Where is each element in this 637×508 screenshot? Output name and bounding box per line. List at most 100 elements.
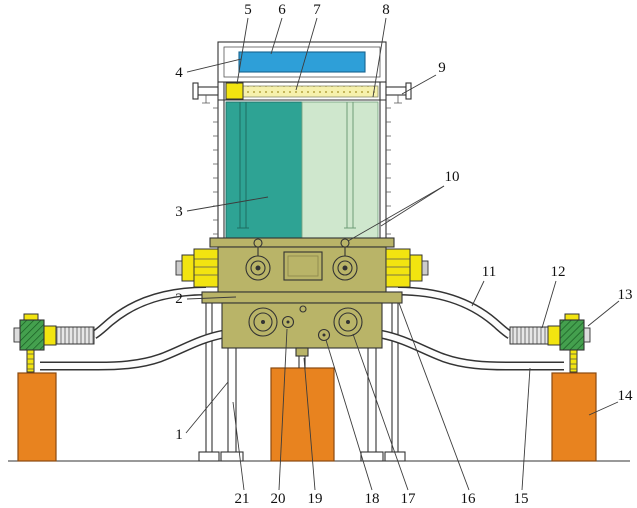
drain-fitting: [295, 347, 309, 357]
foot-plate-right-inner: [360, 451, 384, 462]
flex-hose-left: [55, 326, 95, 345]
hose-coupling-right: [547, 325, 561, 346]
strip-end-block: [225, 82, 244, 100]
pedestal-right: [551, 372, 597, 462]
stub-hook-left: [202, 95, 210, 104]
leader-3: [186, 196, 269, 212]
part-label-12: 12: [551, 264, 566, 280]
anchor-rod-right-threads: [570, 353, 577, 370]
part-label-20: 20: [271, 491, 286, 507]
stub-hook-right: [394, 95, 402, 104]
part-label-11: 11: [482, 264, 496, 280]
tank-wall-bolts-left: [213, 107, 218, 235]
motor-right-gearbox: [409, 254, 423, 282]
tank-walls: [217, 82, 387, 240]
tank-bottom-flange: [209, 237, 395, 248]
leader-10b: [380, 185, 445, 227]
leader-5: [236, 17, 249, 85]
frame-leg-right-outer: [391, 303, 399, 458]
leader-2: [186, 296, 237, 300]
control-box: [283, 251, 323, 281]
suction-tube-left: [237, 102, 249, 229]
motor-right-fins: [386, 258, 410, 276]
leader-8: [372, 17, 387, 98]
housing-bolt-center: [299, 305, 307, 313]
anchor-rod-left: [26, 349, 35, 373]
foot-plate-left-inner: [220, 451, 244, 462]
leader-15: [521, 367, 531, 491]
part-label-13: 13: [618, 287, 633, 303]
tank-wall-bolts-right: [386, 107, 391, 235]
leader-lines: [185, 17, 620, 491]
anchor-rod-left-threads: [27, 353, 34, 370]
part-label-8: 8: [382, 2, 390, 18]
leader-1: [185, 381, 229, 434]
leader-4: [186, 58, 242, 73]
part-label-21: 21: [235, 491, 250, 507]
leader-12: [541, 280, 557, 329]
stub-flange-right: [405, 82, 412, 100]
frame-leg-left-outer: [205, 303, 213, 458]
port-right-dot: [322, 333, 326, 337]
lid-inner-frame: [223, 46, 381, 78]
control-box-inner: [287, 255, 319, 277]
filter-strip: [225, 85, 379, 98]
pipe-left-lower: [40, 331, 225, 369]
valve-left-center: [255, 265, 261, 271]
flex-hose-right: [509, 326, 549, 345]
part-label-7: 7: [313, 2, 321, 18]
pipe-right-lower: [379, 331, 564, 369]
leader-20: [278, 328, 288, 491]
fitting-bolt-left: [13, 327, 21, 343]
frame-leg-left-inner: [227, 348, 237, 452]
part-label-18: 18: [365, 491, 380, 507]
part-label-3: 3: [175, 204, 183, 220]
foot-plate-left-outer: [198, 451, 220, 462]
motor-left-shaft: [175, 260, 183, 276]
valve-right-stem-cap: [340, 238, 350, 248]
motor-right-shaft: [421, 260, 429, 276]
leader-18: [325, 339, 373, 491]
overflow-stub-left: [197, 86, 219, 96]
tank-left-panel: [225, 101, 303, 239]
pedestal-left: [17, 372, 57, 462]
pipe-left-upper: [92, 288, 207, 338]
valve-left-ring: [250, 260, 266, 276]
valve-fitting-right: [559, 319, 585, 351]
pipe-right-upper: [397, 288, 512, 338]
port-left-dot: [286, 320, 290, 324]
motor-left-gearbox: [181, 254, 195, 282]
frame-leg-right-inner: [367, 348, 377, 452]
part-label-4: 4: [175, 65, 183, 81]
part-label-16: 16: [461, 491, 477, 507]
leader-19: [303, 357, 316, 491]
leader-13: [587, 300, 620, 327]
pedestal-center: [270, 367, 335, 462]
part-label-15: 15: [514, 491, 529, 507]
motor-left-fins: [194, 258, 218, 276]
anchor-rod-right: [569, 349, 578, 373]
part-label-6: 6: [278, 2, 286, 18]
suction-tube-right: [344, 102, 356, 229]
leader-6: [270, 17, 283, 55]
leader-16: [398, 302, 470, 491]
part-label-10: 10: [445, 169, 460, 185]
gauge-left-center: [261, 320, 265, 324]
gauge-right-ring: [338, 312, 358, 332]
part-label-1: 1: [175, 427, 183, 443]
leader-9: [401, 74, 437, 95]
leader-17: [352, 333, 409, 491]
part-label-14: 14: [618, 388, 634, 404]
leader-10a: [347, 185, 445, 242]
motor-right: [385, 248, 411, 288]
part-label-17: 17: [401, 491, 417, 507]
valve-left-stem-cap: [253, 238, 263, 248]
part-label-5: 5: [244, 2, 252, 18]
valve-right-ring: [337, 260, 353, 276]
tank-right-panel: [301, 101, 379, 239]
lid-window-blue: [238, 51, 366, 73]
gauge-right-center: [346, 320, 350, 324]
motor-left: [193, 248, 219, 288]
